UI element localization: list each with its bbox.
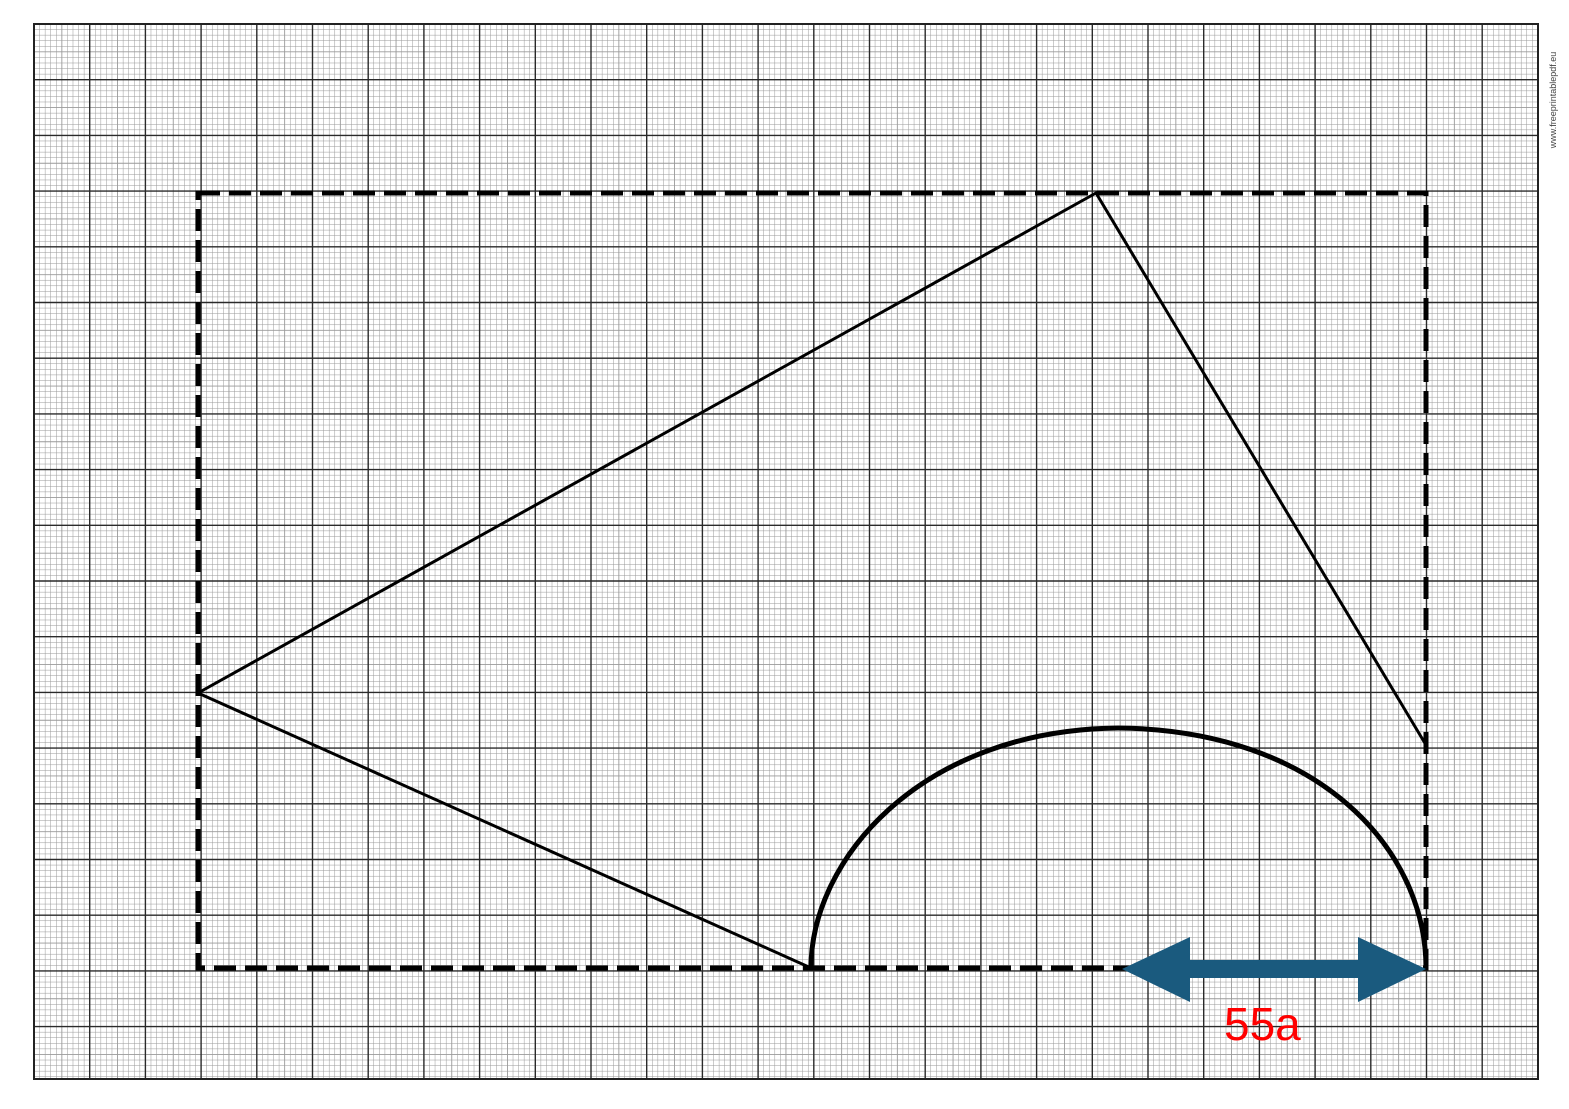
dimension-double-arrow [1122,937,1426,1002]
grid-minor-lines [34,24,1538,1079]
triangle-shape [197,190,1428,970]
dimension-label: 55a [1224,998,1301,1050]
semicircle-arc [808,725,1429,969]
grid-border [33,23,1539,1080]
watermark-text: www.freeprintablepdf.eu [1548,51,1558,149]
grid-major-lines [33,23,1539,1079]
